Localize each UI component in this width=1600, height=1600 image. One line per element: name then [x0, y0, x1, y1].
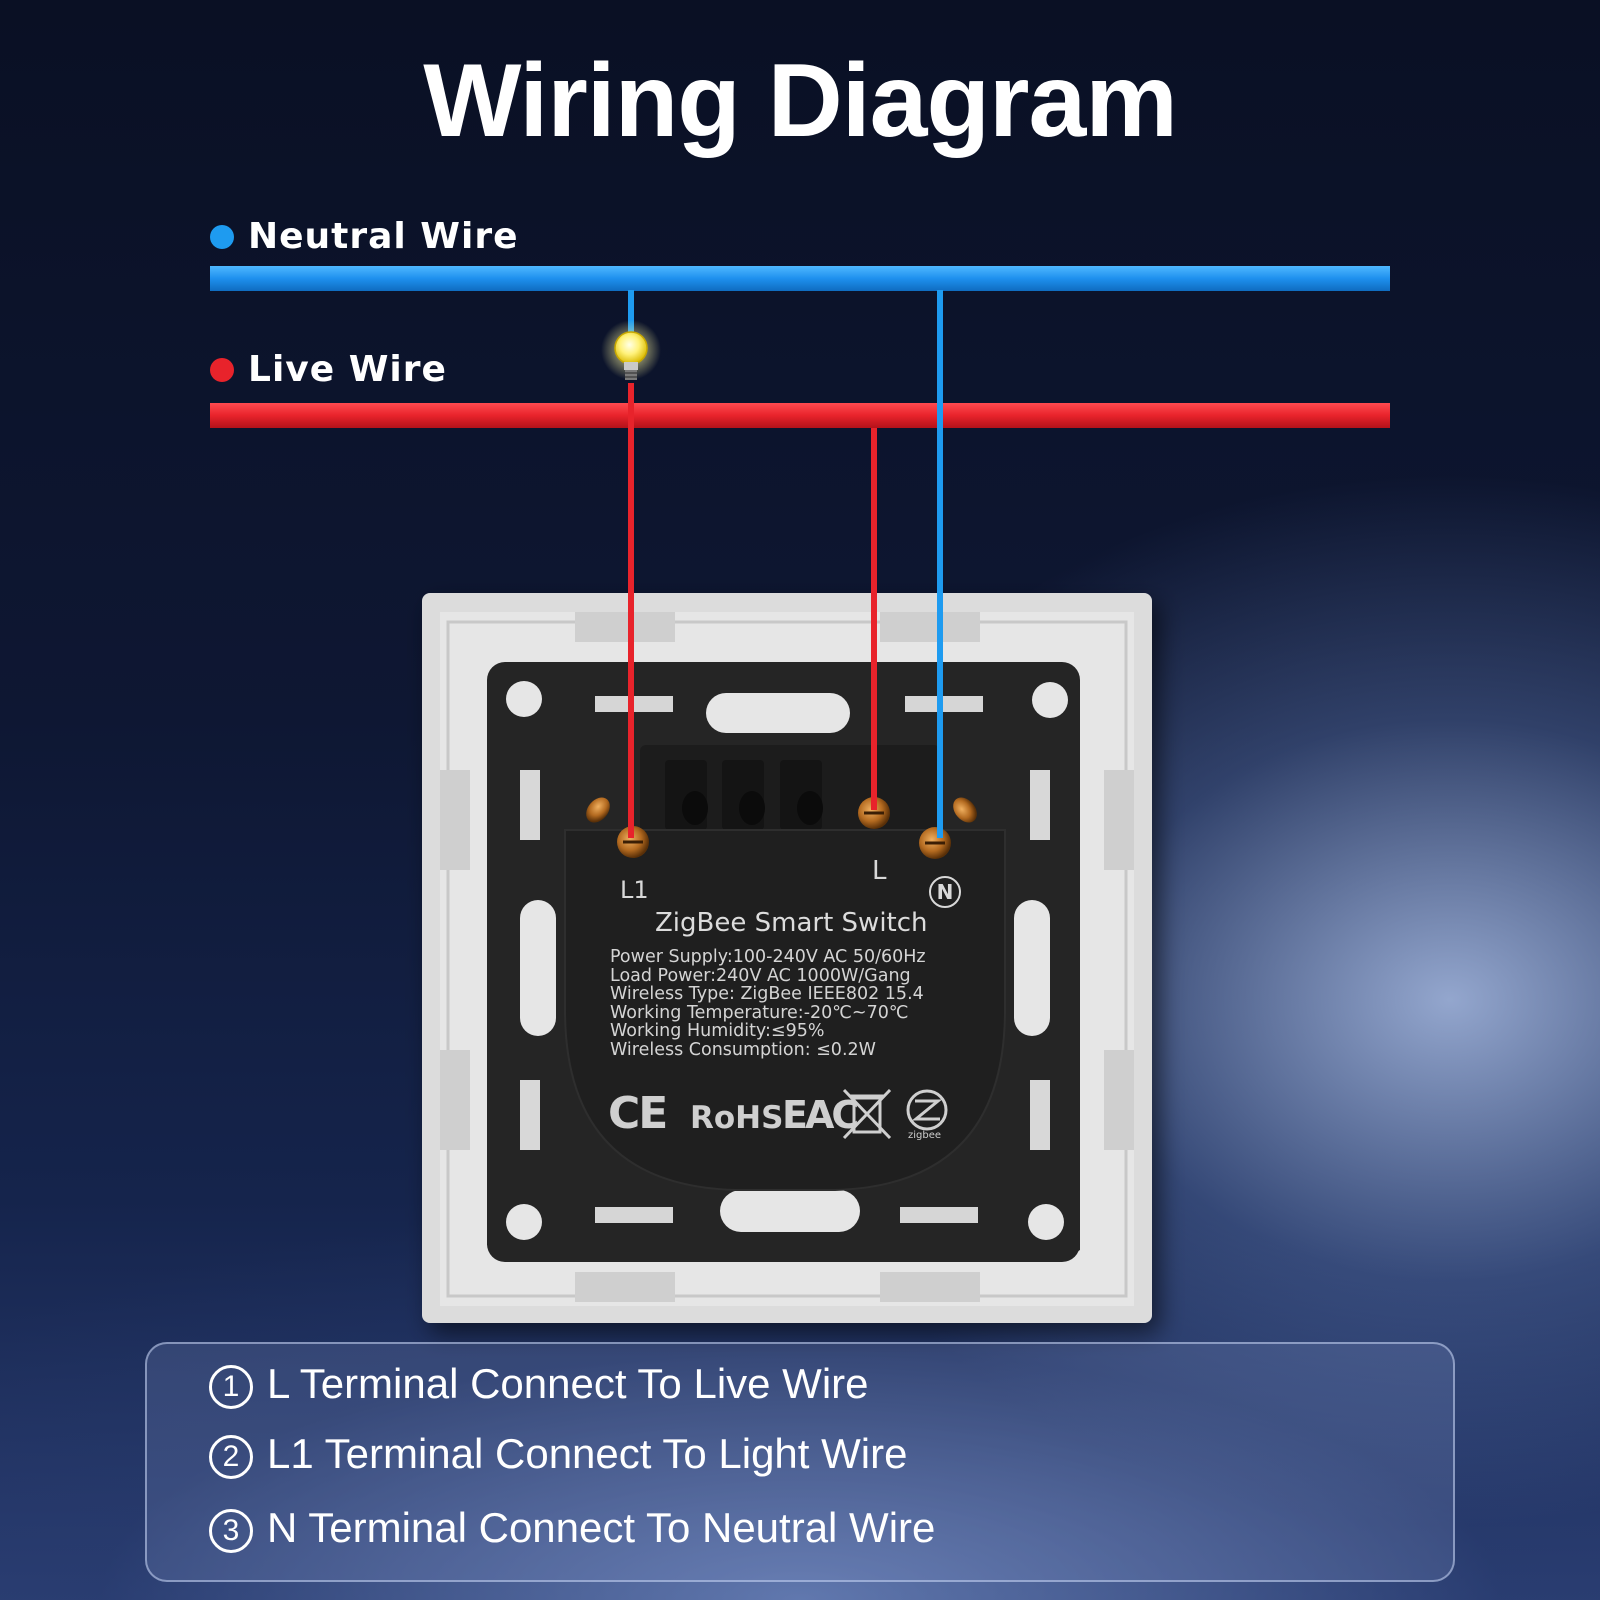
- zigbee-logo-text: zigbee: [908, 1130, 942, 1141]
- spec-line: Working Humidity:≤95%: [610, 1021, 825, 1041]
- live-dot: [210, 357, 234, 382]
- spec-line: Working Temperature:-20℃~70℃: [610, 1002, 909, 1023]
- terminal-label-n: N: [929, 876, 961, 908]
- step-number: 1: [209, 1365, 253, 1409]
- module-housing: [564, 829, 1006, 1191]
- zigbee-logo: [906, 1089, 948, 1131]
- instruction-text: N Terminal Connect To Neutral Wire: [267, 1504, 936, 1551]
- rohs-mark: RoHS: [690, 1100, 784, 1136]
- spec-list: Power Supply:100-240V AC 50/60Hz Load Po…: [610, 948, 926, 1059]
- neutral-bus-wire: [210, 266, 1390, 291]
- legend-live: Live Wire: [210, 349, 447, 390]
- legend-live-label: Live Wire: [248, 349, 447, 390]
- terminal-label-l: L: [872, 856, 887, 886]
- instruction-text: L1 Terminal Connect To Light Wire: [267, 1430, 908, 1477]
- terminal-block: [586, 745, 977, 840]
- instruction-item: 3 N Terminal Connect To Neutral Wire: [209, 1504, 935, 1553]
- eac-mark: EAC: [782, 1093, 859, 1137]
- instruction-item: 1 L Terminal Connect To Live Wire: [209, 1360, 869, 1409]
- spec-line: Wireless Type: ZigBee IEEE802 15.4: [610, 984, 924, 1004]
- page-title: Wiring Diagram: [423, 43, 1178, 159]
- legend-neutral: Neutral Wire: [210, 216, 519, 257]
- live-bus-wire: [210, 403, 1390, 428]
- terminal-label-l1: L1: [620, 876, 649, 904]
- spec-line: Power Supply:100-240V AC 50/60Hz: [610, 947, 926, 967]
- instruction-text: L Terminal Connect To Live Wire: [267, 1360, 869, 1407]
- spec-line: Wireless Consumption: ≤0.2W: [610, 1039, 876, 1060]
- legend-neutral-label: Neutral Wire: [248, 216, 519, 257]
- instructions-panel: 1 L Terminal Connect To Live Wire 2 L1 Ter…: [145, 1342, 1455, 1582]
- weee-bin-icon: [842, 1088, 892, 1140]
- terminal-screws: [617, 797, 951, 859]
- neutral-dot: [210, 224, 234, 249]
- spec-line: Load Power:240V AC 1000W/Gang: [610, 965, 911, 986]
- step-number: 3: [209, 1509, 253, 1553]
- ce-mark: CE: [608, 1088, 668, 1139]
- frame-clips: [440, 612, 1134, 1302]
- product-name: ZigBee Smart Switch: [655, 908, 928, 938]
- light-bulb-icon: [601, 320, 661, 380]
- instruction-item: 2 L1 Terminal Connect To Light Wire: [209, 1430, 907, 1479]
- step-number: 2: [209, 1435, 253, 1479]
